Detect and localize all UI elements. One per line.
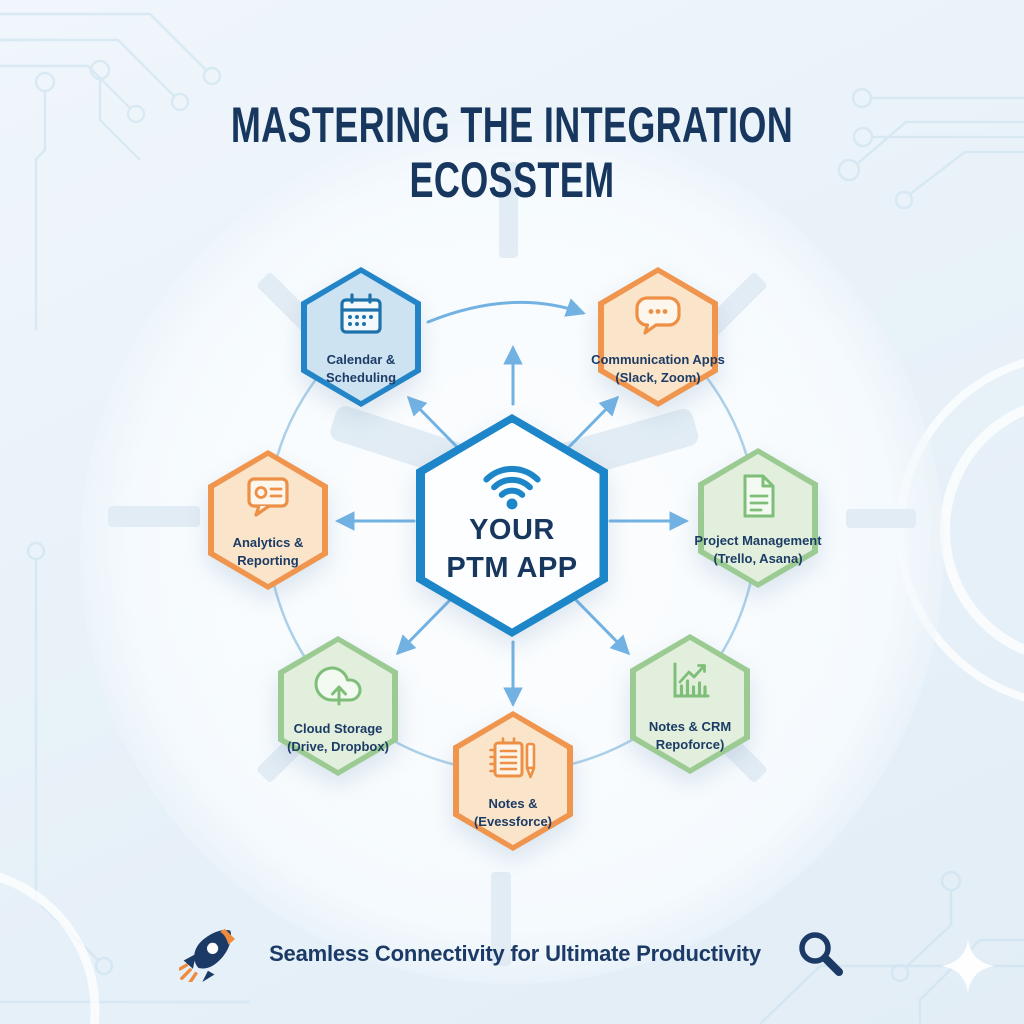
hexagon-border [301,267,421,407]
arrow-to-calendar [406,395,459,449]
growth-chart-icon [667,658,713,702]
arrow-to-communication [567,395,620,449]
node-notes-evessforce: Notes & (Evessforce) [453,711,573,851]
node-analytics-reporting: Analytics & Reporting [208,450,328,590]
page-title: MASTERING THE INTEGRATION ECOSSTEM [230,96,794,208]
rocket-icon [179,926,236,982]
hexagon-fill [604,273,712,401]
footer: Seamless Connectivity for Ultimate Produ… [0,916,1024,992]
calendar-icon [336,291,386,339]
arrow-to-notes-crm [574,598,631,656]
node-center-ptm-app: YOUR PTM APP [416,414,608,637]
clock-tick [846,509,916,528]
report-bubble-icon [245,474,291,518]
center-label: YOUR PTM APP [446,514,578,584]
node-label: Notes & CRM Repoforce) [648,719,732,752]
speech-bubble-icon [634,291,682,337]
sparkle-icon [941,939,995,993]
node-label: Analytics & Reporting [232,535,304,568]
arrow-to-cloud [395,598,452,656]
node-communication-apps: Communication Apps (Slack, Zoom) [591,267,725,407]
node-label: Communication Apps (Slack, Zoom) [591,352,725,385]
node-calendar-scheduling: Calendar & Scheduling [301,267,421,407]
node-label: Project Management (Trello, Asana) [694,533,822,566]
cloud-upload-icon [313,660,363,708]
footer-tagline: Seamless Connectivity for Ultimate Produ… [269,941,761,966]
magnifier-icon [795,929,845,979]
clock-tick [108,506,200,527]
arrow-calendar-to-communication [426,298,586,324]
hexagon-fill [307,273,415,401]
notebook-pencil-icon [486,735,540,783]
node-cloud-storage: Cloud Storage (Drive, Dropbox) [278,636,398,776]
document-icon [736,472,780,522]
node-notes-crm: Notes & CRM Repoforce) [630,634,750,774]
clock-tick [491,872,511,966]
node-label: Cloud Storage (Drive, Dropbox) [287,721,389,754]
node-label: Calendar & Scheduling [325,352,397,385]
wifi-icon [473,452,551,510]
clock-tick [499,162,518,258]
node-label: Notes & (Evessforce) [473,796,553,829]
node-project-management: Project Management (Trello, Asana) [694,448,822,588]
hexagon-border [598,267,718,407]
